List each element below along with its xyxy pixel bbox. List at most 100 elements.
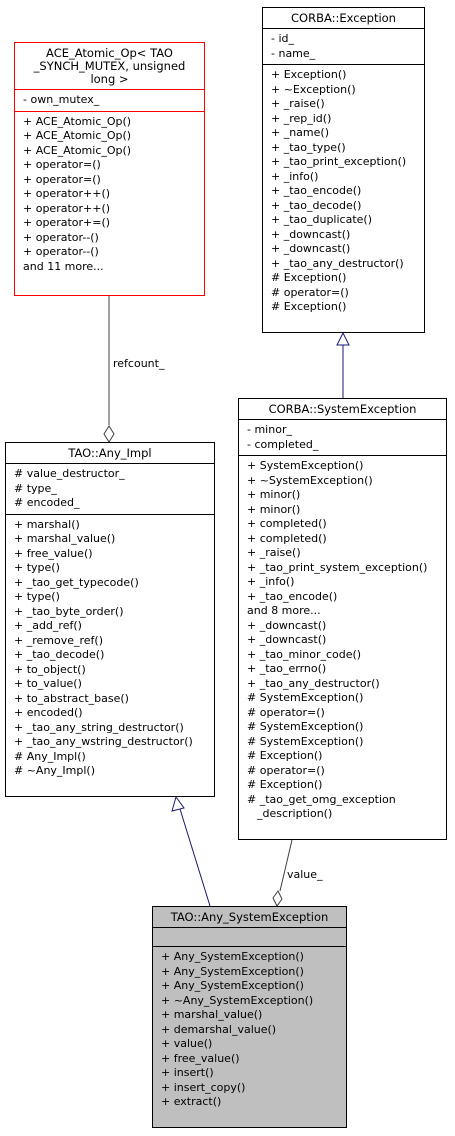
method: + _tao_encode()	[247, 589, 338, 603]
method: + _tao_any_wstring_destructor()	[14, 735, 193, 748]
method: + _name()	[271, 126, 329, 139]
class-ace-atomic-op[interactable]: ACE_Atomic_Op< TAO _SYNCH_MUTEX, unsigne…	[14, 42, 205, 296]
method: + operator=()	[23, 158, 101, 171]
method: + _downcast()	[247, 618, 327, 632]
method: + _tao_print_system_exception()	[247, 560, 428, 574]
attribute: # encoded_	[14, 496, 80, 509]
method: # Exception()	[247, 778, 323, 791]
method: + _tao_type()	[271, 140, 346, 154]
method: + type()	[14, 590, 60, 603]
attributes-section	[153, 927, 346, 946]
attributes-section: # value_destructor_ # type_ # encoded_	[6, 463, 214, 514]
edge-value	[279, 839, 293, 892]
method: + _tao_minor_code()	[247, 647, 362, 661]
method: + _downcast()	[271, 227, 351, 241]
method: # Exception()	[247, 749, 323, 762]
class-corba-exception[interactable]: CORBA::Exception - id_ - name_ + Excepti…	[262, 7, 425, 333]
method: + operator+=()	[23, 216, 111, 229]
method: + SystemException()	[247, 459, 364, 472]
attribute: # value_destructor_	[14, 467, 125, 480]
method: # SystemException()	[247, 691, 364, 704]
attribute: - own_mutex_	[23, 93, 100, 106]
method: # ~Any_Impl()	[14, 764, 96, 777]
method: # Exception()	[271, 271, 347, 284]
method: + _remove_ref()	[14, 633, 103, 647]
method: + operator--()	[23, 230, 99, 244]
method: + _tao_encode()	[271, 184, 362, 197]
method: + Any_SystemException()	[161, 979, 304, 992]
method: + _tao_any_string_destructor()	[14, 720, 184, 734]
title-line: long >	[90, 72, 129, 86]
inheritance-arrow-anyimpl	[171, 795, 185, 812]
title-line: _SYNCH_MUTEX, unsigned	[33, 59, 186, 73]
edge-anysystemexception-to-anyimpl	[179, 808, 211, 907]
method: + Any_SystemException()	[161, 950, 304, 963]
methods-section: + Any_SystemException() + Any_SystemExce…	[153, 946, 346, 1113]
method: + completed()	[247, 531, 327, 545]
method: + ~Any_SystemException()	[161, 993, 314, 1007]
method: + ACE_Atomic_Op()	[23, 143, 132, 157]
method: + _tao_errno()	[247, 662, 327, 675]
attribute: - completed_	[247, 437, 319, 451]
method: + ~Exception()	[271, 82, 356, 96]
method: + _tao_print_exception()	[271, 155, 407, 168]
method: + value()	[161, 1037, 213, 1050]
method: # operator=()	[271, 285, 349, 299]
methods-section: + Exception() + ~Exception() + _raise() …	[263, 64, 424, 318]
method: + marshal()	[14, 517, 80, 531]
method: + Exception()	[271, 68, 347, 81]
method: # _tao_get_omg_exception	[247, 792, 396, 806]
attribute: # type_	[14, 481, 57, 495]
title-line: ACE_Atomic_Op< TAO	[46, 46, 173, 60]
method: + _tao_decode()	[271, 198, 362, 212]
method: # operator=()	[247, 705, 325, 719]
class-tao-any-impl[interactable]: TAO::Any_Impl # value_destructor_ # type…	[5, 442, 215, 797]
method: + marshal_value()	[14, 532, 116, 545]
class-title: TAO::Any_SystemException	[170, 910, 329, 924]
method: + Any_SystemException()	[161, 964, 304, 978]
method: + operator=()	[23, 172, 101, 186]
method: # operator=()	[247, 763, 325, 777]
value-label: value_	[287, 868, 323, 881]
method: + _downcast()	[247, 633, 327, 646]
attribute: - id_	[271, 32, 295, 45]
composition-diamond-refcount	[103, 425, 115, 443]
method: + _tao_any_destructor()	[247, 676, 380, 690]
refcount-label: refcount_	[113, 357, 165, 370]
class-corba-system-exception[interactable]: CORBA::SystemException - minor_ - comple…	[238, 398, 447, 840]
method: and 8 more...	[247, 604, 321, 617]
method: + operator++()	[23, 187, 111, 200]
class-title: TAO::Any_Impl	[68, 446, 152, 460]
method: # Any_Impl()	[14, 749, 86, 763]
method: + _tao_get_typecode()	[14, 575, 139, 589]
method: + free_value()	[161, 1051, 240, 1065]
method: + ACE_Atomic_Op()	[23, 114, 132, 128]
method: + insert()	[161, 1066, 214, 1079]
methods-section: + marshal() + marshal_value() + free_val…	[6, 513, 214, 782]
method: + encoded()	[14, 706, 83, 719]
method: # SystemException()	[247, 734, 364, 748]
method: + _raise()	[247, 546, 301, 559]
attribute: - minor_	[247, 423, 292, 436]
method: + type()	[14, 561, 60, 574]
method: and 11 more...	[23, 259, 104, 273]
method: + completed()	[247, 517, 327, 530]
composition-diamond-value	[272, 890, 283, 907]
method-continuation: _description()	[257, 807, 333, 820]
method: + _downcast()	[271, 242, 351, 255]
method: + operator--()	[23, 245, 99, 258]
attributes-section: - id_ - name_	[263, 28, 424, 64]
method: + marshal_value()	[161, 1008, 263, 1021]
method: + extract()	[161, 1095, 222, 1108]
method: # Exception()	[271, 300, 347, 313]
method: + minor()	[247, 488, 301, 501]
method: + _info()	[271, 169, 319, 183]
method: + _tao_byte_order()	[14, 604, 124, 618]
method: + ~SystemException()	[247, 473, 373, 487]
method: + to_abstract_base()	[14, 691, 129, 705]
method: + _tao_any_destructor()	[271, 256, 404, 270]
method: + _tao_duplicate()	[271, 213, 372, 226]
class-title: CORBA::Exception	[291, 11, 396, 25]
class-tao-any-system-exception[interactable]: TAO::Any_SystemException + Any_SystemExc…	[152, 906, 347, 1128]
inheritance-arrow-exception	[336, 331, 350, 346]
